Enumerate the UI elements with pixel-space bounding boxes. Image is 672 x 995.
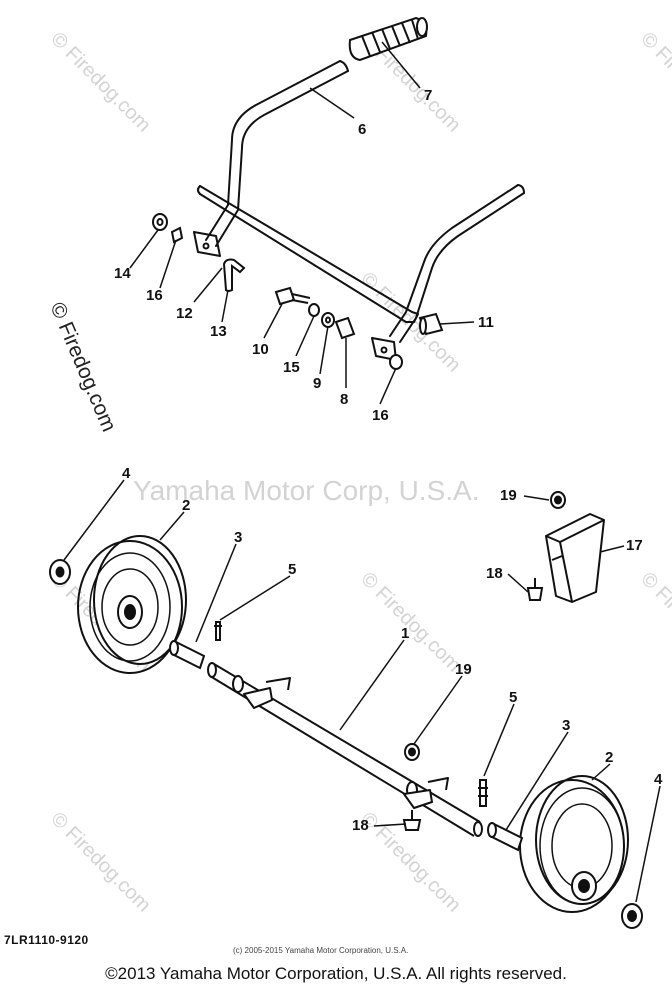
- callout-4a: 4: [122, 465, 131, 482]
- watermark-center: Yamaha Motor Corp, U.S.A.: [133, 475, 480, 506]
- watermark-repeat: © Firedog.com: [636, 28, 672, 137]
- callout-3a: 3: [234, 529, 242, 546]
- watermark-repeat: © Firedog.com: [636, 568, 672, 677]
- left-wheel: [77, 535, 187, 674]
- upper-leaders: [129, 41, 475, 405]
- mount-bracket: [545, 513, 605, 603]
- callout-16: 16: [146, 287, 163, 304]
- grip: [348, 16, 428, 62]
- callout-3b: 3: [562, 717, 570, 734]
- callout-15: 15: [283, 359, 300, 376]
- callout-9: 9: [313, 375, 321, 392]
- footer-copyright: ©2013 Yamaha Motor Corporation, U.S.A. A…: [105, 964, 567, 983]
- callout-11: 11: [478, 314, 494, 331]
- lower-leaders: [63, 479, 661, 903]
- right-wheel: [519, 775, 629, 913]
- right-washer: [621, 903, 643, 929]
- callout-19a: 19: [500, 487, 517, 504]
- lower-hardware: [402, 491, 566, 831]
- watermark-repeat: © Firedog.com: [46, 808, 155, 917]
- callout-5b: 5: [509, 689, 517, 706]
- callout-18a: 18: [486, 565, 503, 582]
- small-copyright: (c) 2005-2015 Yamaha Motor Corporation, …: [233, 946, 409, 955]
- wheel-collars: [169, 640, 524, 852]
- callout-2a: 2: [182, 497, 190, 514]
- callout-6: 6: [358, 121, 366, 138]
- callout-16b: 16: [372, 407, 389, 424]
- callout-14: 14: [114, 265, 131, 282]
- callout-19b: 19: [455, 661, 472, 678]
- callout-4b: 4: [654, 771, 663, 788]
- linch-pins: [214, 621, 488, 807]
- callout-18b: 18: [352, 817, 369, 834]
- part-code: 7LR1110-9120: [4, 933, 89, 947]
- callout-8: 8: [340, 391, 348, 408]
- callout-10: 10: [252, 341, 269, 358]
- callout-13: 13: [210, 323, 227, 340]
- callout-1: 1: [401, 625, 409, 642]
- callout-7: 7: [424, 87, 432, 104]
- handle-assembly: [193, 60, 525, 361]
- callout-12: 12: [176, 305, 193, 322]
- watermark-left: © Firedog.com: [45, 299, 120, 435]
- axle: [207, 662, 483, 837]
- callout-5a: 5: [288, 561, 296, 578]
- callout-17: 17: [626, 537, 643, 554]
- left-washer: [49, 559, 71, 585]
- callout-2b: 2: [605, 749, 613, 766]
- watermark-repeat: © Firedog.com: [46, 28, 155, 137]
- watermark-repeat: © Firedog.com: [356, 568, 465, 677]
- upper-hardware: [152, 213, 444, 370]
